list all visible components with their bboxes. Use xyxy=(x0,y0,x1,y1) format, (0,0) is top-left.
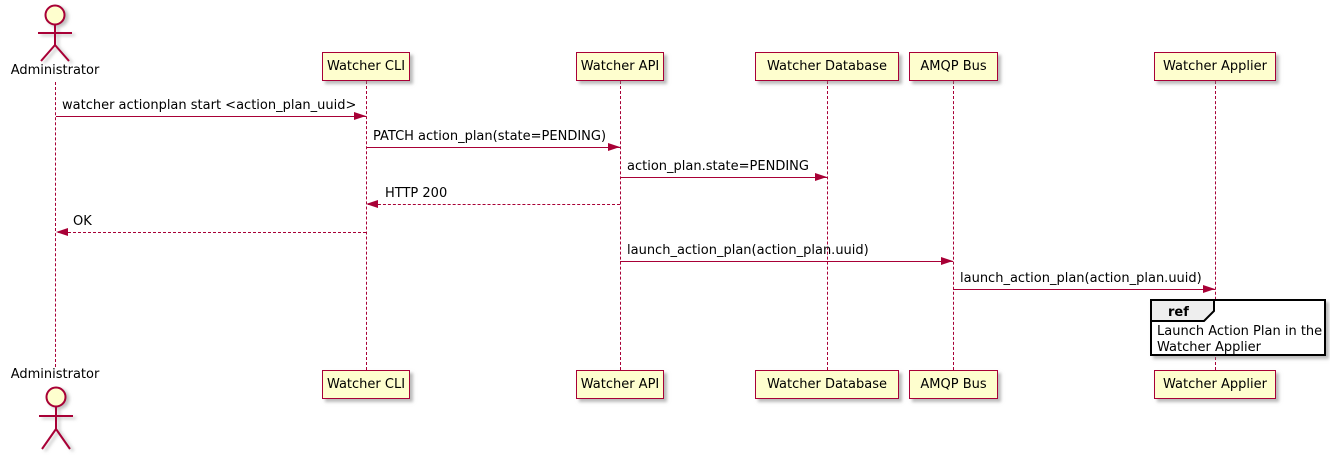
participant-amqp-bus-top: AMQP Bus xyxy=(909,52,998,81)
message-2-arrow xyxy=(366,147,620,148)
participant-label: Watcher Applier xyxy=(1163,59,1267,74)
lifeline-watcher-database xyxy=(827,81,828,370)
message-5-arrow xyxy=(58,232,366,233)
participant-watcher-cli-top: Watcher CLI xyxy=(322,52,410,81)
message-3-label: action_plan.state=PENDING xyxy=(627,159,809,174)
arrowhead-right-icon xyxy=(941,257,953,265)
lifeline-watcher-api xyxy=(620,81,621,370)
arrowhead-right-icon xyxy=(608,143,620,151)
actor-label-administrator-top: Administrator xyxy=(10,63,100,78)
arrowhead-left-icon xyxy=(56,228,68,236)
participant-watcher-applier-top: Watcher Applier xyxy=(1154,52,1276,81)
actor-icon xyxy=(38,4,72,62)
participant-watcher-cli-bottom: Watcher CLI xyxy=(322,370,410,399)
ref-fragment: ref Launch Action Plan in the Watcher Ap… xyxy=(1150,299,1326,356)
lifeline-watcher-cli xyxy=(366,81,367,370)
message-6-label: launch_action_plan(action_plan.uuid) xyxy=(627,243,869,258)
message-2-label: PATCH action_plan(state=PENDING) xyxy=(373,129,607,144)
message-5-label: OK xyxy=(73,214,92,229)
message-6-arrow xyxy=(620,261,953,262)
actor-label-administrator-bottom: Administrator xyxy=(10,367,100,382)
participant-label: Watcher Applier xyxy=(1163,377,1267,392)
ref-keyword: ref xyxy=(1168,305,1189,320)
participant-label: Watcher CLI xyxy=(326,377,406,392)
arrowhead-right-icon xyxy=(815,173,827,181)
participant-amqp-bus-bottom: AMQP Bus xyxy=(909,370,998,399)
arrowhead-right-icon xyxy=(354,112,366,120)
message-7-label: launch_action_plan(action_plan.uuid) xyxy=(960,271,1202,286)
participant-label: Watcher API xyxy=(580,377,660,392)
ref-tab-icon: ref xyxy=(1150,299,1215,322)
participant-watcher-database-top: Watcher Database xyxy=(755,52,899,81)
participant-label: Watcher CLI xyxy=(326,59,406,74)
message-4-label: HTTP 200 xyxy=(385,186,448,201)
participant-label: AMQP Bus xyxy=(920,59,987,74)
participant-watcher-api-bottom: Watcher API xyxy=(576,370,664,399)
participant-label: Watcher Database xyxy=(767,59,887,74)
participant-watcher-database-bottom: Watcher Database xyxy=(755,370,899,399)
ref-text-line2: Watcher Applier xyxy=(1157,340,1261,355)
message-7-arrow xyxy=(953,289,1215,290)
participant-label: AMQP Bus xyxy=(920,377,987,392)
message-3-arrow xyxy=(620,177,827,178)
message-1-label: watcher actionplan start <action_plan_uu… xyxy=(62,98,357,113)
participant-label: Watcher API xyxy=(580,59,660,74)
lifeline-administrator xyxy=(55,82,56,367)
lifeline-watcher-applier xyxy=(1215,81,1216,370)
ref-text: Launch Action Plan in the Watcher Applie… xyxy=(1157,324,1322,356)
participant-label: Watcher Database xyxy=(767,377,887,392)
message-4-arrow xyxy=(368,204,620,205)
actor-icon xyxy=(39,386,73,450)
participant-watcher-applier-bottom: Watcher Applier xyxy=(1154,370,1276,399)
participant-watcher-api-top: Watcher API xyxy=(576,52,664,81)
arrowhead-right-icon xyxy=(1203,285,1215,293)
arrowhead-left-icon xyxy=(366,200,378,208)
message-1-arrow xyxy=(56,116,366,117)
lifeline-amqp-bus xyxy=(953,81,954,370)
ref-text-line1: Launch Action Plan in the xyxy=(1157,324,1323,339)
